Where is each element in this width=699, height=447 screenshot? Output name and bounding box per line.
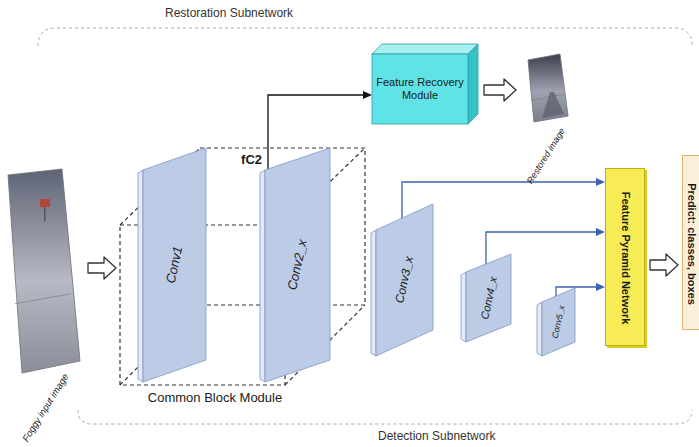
- conv-layer: Conv2_x: [260, 148, 330, 382]
- horizon-line: [15, 294, 71, 304]
- road-shape: [542, 92, 564, 118]
- subnetwork-label: Detection Subnetwork: [378, 429, 495, 443]
- conv-layer: Conv3_x: [371, 204, 433, 356]
- arrow-head: [596, 178, 605, 186]
- slab-edge: [371, 230, 376, 356]
- detection-bracket: [78, 410, 692, 424]
- text-holder: Feature Recovery Module: [375, 56, 465, 122]
- photo-node: Restored image: [520, 52, 580, 187]
- hollow-arrow: [484, 79, 516, 101]
- slab-edge: [138, 170, 143, 382]
- slab-edge: [461, 272, 466, 342]
- subnetwork-label: Restoration Subnetwork: [165, 6, 293, 20]
- box-top: [372, 44, 478, 54]
- conv-layer: Conv5_x: [537, 288, 575, 356]
- node-label: Feature Pyramid Network: [620, 192, 633, 325]
- node-label: Common Block Module: [148, 391, 282, 406]
- restoration-bracket: [38, 28, 692, 46]
- slab-edge: [260, 170, 265, 382]
- module-box: Feature Recovery Module: [372, 44, 478, 124]
- node-label: Restored image: [525, 126, 567, 185]
- road-sign-post: [44, 207, 46, 221]
- slab-edge: [537, 302, 542, 356]
- edge-label: fC2: [240, 152, 263, 167]
- slab-face: [265, 148, 330, 382]
- hollow-arrow: [88, 257, 116, 279]
- connector: [484, 79, 516, 101]
- arrow-head: [596, 228, 605, 236]
- photo-frame: [528, 54, 568, 122]
- connector: [88, 257, 116, 279]
- node-label: Foggy input image: [21, 372, 72, 444]
- road-sign: [40, 199, 50, 207]
- node-label: Predict: classes, boxes: [685, 183, 698, 305]
- arrow-head: [596, 283, 605, 291]
- box-front: [372, 54, 468, 124]
- connector: [650, 254, 678, 276]
- network-box: Predict: classes, boxes: [682, 155, 699, 330]
- node-outline: [520, 52, 580, 187]
- hollow-arrow: [650, 254, 678, 276]
- conv-layer: Conv4_x: [461, 254, 511, 342]
- slab-face: [542, 288, 575, 356]
- slab-face: [466, 254, 511, 342]
- node-label: Feature Recovery Module: [375, 76, 465, 102]
- arrow-head: [363, 91, 372, 99]
- slab-face: [376, 204, 433, 356]
- horizon-line: [531, 94, 564, 100]
- box-side: [468, 44, 478, 124]
- photo-frame: [8, 169, 80, 373]
- network-box: Feature Pyramid Network: [605, 168, 645, 346]
- block-module: Common Block Module Conv1 Conv2_x: [118, 145, 368, 410]
- slab-face: [143, 148, 206, 382]
- conv-layer: Conv1: [138, 148, 206, 382]
- photo-node: Foggy input image: [4, 165, 84, 445]
